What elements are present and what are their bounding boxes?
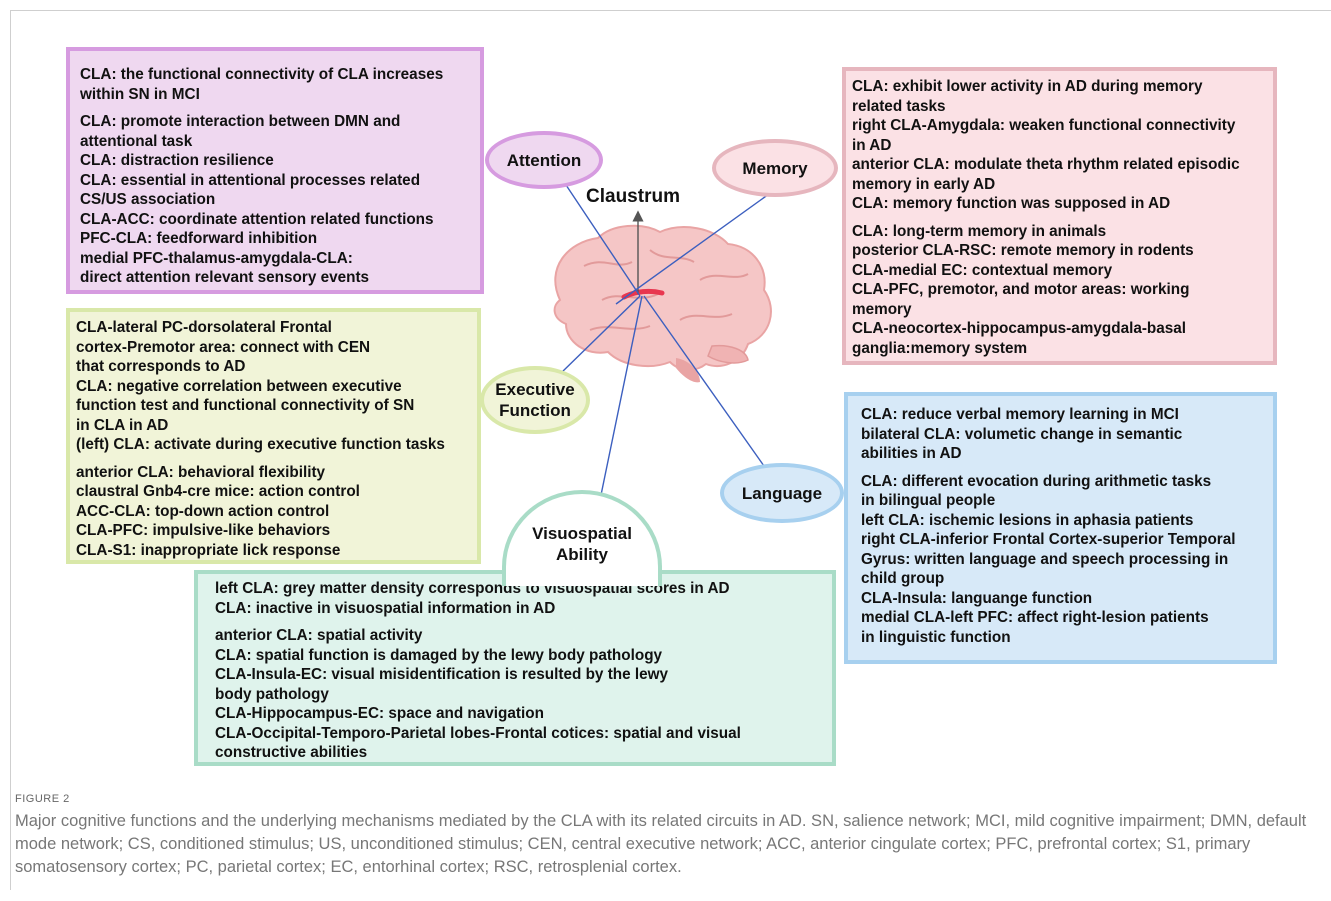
brain-cortex [553, 224, 772, 371]
language-line: abilities in AD [861, 445, 962, 462]
memory-line: related tasks [852, 97, 946, 115]
memory-line: CLA: exhibit lower activity in AD during… [852, 78, 1203, 95]
language-line: CLA-Insula: languange function [861, 589, 1093, 607]
attention-group-1: CLA: the functional connectivity of CLA … [80, 65, 470, 104]
visuospatial-line: anterior CLA: spatial activity [215, 627, 423, 644]
language-line: Gyrus: written language and speech proce… [861, 550, 1229, 568]
cerebellum [707, 344, 749, 364]
language-line: in linguistic function [861, 628, 1011, 646]
visuospatial-box: left CLA: grey matter density correspond… [194, 570, 836, 766]
brain-illustration [553, 224, 772, 383]
executive-line: cortex-Premotor area: connect with CEN [76, 338, 371, 356]
attention-line: within SN in MCI [80, 85, 200, 103]
executive-line: anterior CLA: behavioral flexibility [76, 463, 326, 481]
memory-bubble: Memory [712, 139, 838, 197]
memory-line: CLA: memory function was supposed in AD [852, 195, 1171, 212]
connector-attention [565, 184, 641, 297]
frame-top-border [10, 10, 1331, 11]
visuospatial-line: body pathology [215, 685, 329, 703]
visuospatial-line: CLA-Hippocampus-EC: space and navigation [215, 705, 544, 722]
executive-line: CLA: negative correlation between execut… [76, 377, 402, 395]
visuospatial-line: CLA: spatial function is damaged by the … [215, 646, 663, 664]
executive-group-2: anterior CLA: behavioral flexibility cla… [76, 463, 471, 561]
executive-bubble-label: Executive Function [495, 380, 575, 420]
memory-line: CLA-medial EC: contextual memory [852, 261, 1113, 279]
visuospatial-line: CLA-Occipital-Temporo-Parietal lobes-Fro… [215, 724, 741, 742]
language-line: bilateral CLA: volumetic change in seman… [861, 425, 1183, 443]
connector-language [643, 295, 765, 467]
visuospatial-bubble-label: Visuospatial Ability [532, 524, 632, 564]
language-line: left CLA: ischemic lesions in aphasia pa… [861, 511, 1194, 529]
executive-line: that corresponds to AD [76, 358, 246, 375]
executive-line: ACC-CLA: top-down action control [76, 502, 330, 520]
attention-line: CLA: promote interaction between DMN and [80, 113, 401, 130]
language-group-1: CLA: reduce verbal memory learning in MC… [861, 405, 1260, 464]
language-line: right CLA-inferior Frontal Cortex-superi… [861, 531, 1236, 548]
visuospatial-group-2: anterior CLA: spatial activity CLA: spat… [215, 626, 815, 763]
executive-line: CLA-S1: inappropriate lick response [76, 541, 341, 559]
memory-line: memory [852, 300, 912, 318]
visuospatial-line: CLA-Insula-EC: visual misidentification … [215, 666, 669, 683]
memory-line: memory in early AD [852, 175, 996, 193]
attention-line: CLA: the functional connectivity of CLA … [80, 66, 444, 83]
visuospatial-line: CLA: inactive in visuospatial informatio… [215, 599, 556, 617]
language-bubble-label: Language [741, 483, 823, 503]
language-line: CLA: different evocation during arithmet… [861, 472, 1212, 490]
language-group-2: CLA: different evocation during arithmet… [861, 472, 1260, 648]
brainstem [676, 358, 700, 383]
attention-group-2: CLA: promote interaction between DMN and… [80, 112, 470, 288]
attention-line: CS/US association [80, 191, 216, 208]
connectors [559, 184, 770, 496]
frame-left-border [10, 10, 11, 890]
executive-box: CLA-lateral PC-dorsolateral Frontal cort… [66, 308, 481, 564]
attention-bubble-label: Attention [506, 150, 582, 170]
attention-line: PFC-CLA: feedforward inhibition [80, 230, 318, 247]
executive-bubble: Executive Function [480, 366, 590, 434]
connector-visuospatial [600, 295, 643, 496]
visuospatial-line: constructive abilities [215, 744, 368, 761]
figure-label: FIGURE 2 [15, 793, 70, 805]
attention-line: medial PFC-thalamus-amygdala-CLA: [80, 249, 353, 267]
memory-line: right CLA-Amygdala: weaken functional co… [852, 117, 1236, 134]
memory-bubble-label: Memory [742, 158, 808, 178]
attention-box: CLA: the functional connectivity of CLA … [66, 47, 484, 294]
connector-executive [559, 295, 641, 375]
attention-line: direct attention relevant sensory events [80, 269, 370, 286]
claustrum-label: Claustrum [586, 186, 680, 207]
memory-group-2: CLA: long-term memory in animals posteri… [852, 222, 1267, 359]
language-bubble: Language [720, 463, 844, 523]
memory-line: ganglia:memory system [852, 339, 1028, 357]
attention-line: CLA-ACC: coordinate attention related fu… [80, 210, 434, 228]
executive-line: claustral Gnb4-cre mice: action control [76, 483, 360, 500]
language-line: in bilingual people [861, 492, 996, 509]
executive-line: (left) CLA: activate during executive fu… [76, 436, 445, 453]
executive-group-1: CLA-lateral PC-dorsolateral Frontal cort… [76, 318, 471, 455]
attention-line: CLA: distraction resilience [80, 152, 274, 169]
attention-line: CLA: essential in attentional processes … [80, 171, 421, 189]
attention-line: attentional task [80, 132, 193, 150]
memory-box: CLA: exhibit lower activity in AD during… [842, 67, 1277, 365]
executive-line: CLA-lateral PC-dorsolateral Frontal [76, 319, 332, 336]
language-box: CLA: reduce verbal memory learning in MC… [844, 392, 1277, 664]
language-line: medial CLA-left PFC: affect right-lesion… [861, 609, 1209, 626]
language-line: CLA: reduce verbal memory learning in MC… [861, 406, 1179, 423]
memory-line: CLA-neocortex-hippocampus-amygdala-basal [852, 320, 1187, 337]
memory-line: anterior CLA: modulate theta rhythm rela… [852, 156, 1240, 173]
connector-memory [615, 193, 770, 305]
attention-bubble: Attention [485, 131, 603, 189]
executive-line: CLA-PFC: impulsive-like behaviors [76, 522, 331, 539]
language-line: child group [861, 570, 945, 587]
memory-line: posterior CLA-RSC: remote memory in rode… [852, 242, 1194, 259]
memory-line: in AD [852, 136, 892, 154]
memory-line: CLA-PFC, premotor, and motor areas: work… [852, 281, 1190, 298]
memory-line: CLA: long-term memory in animals [852, 222, 1107, 240]
executive-line: in CLA in AD [76, 416, 169, 434]
memory-group-1: CLA: exhibit lower activity in AD during… [852, 77, 1267, 214]
figure-caption: Major cognitive functions and the underl… [15, 812, 1307, 876]
executive-line: function test and functional connectivit… [76, 397, 415, 414]
